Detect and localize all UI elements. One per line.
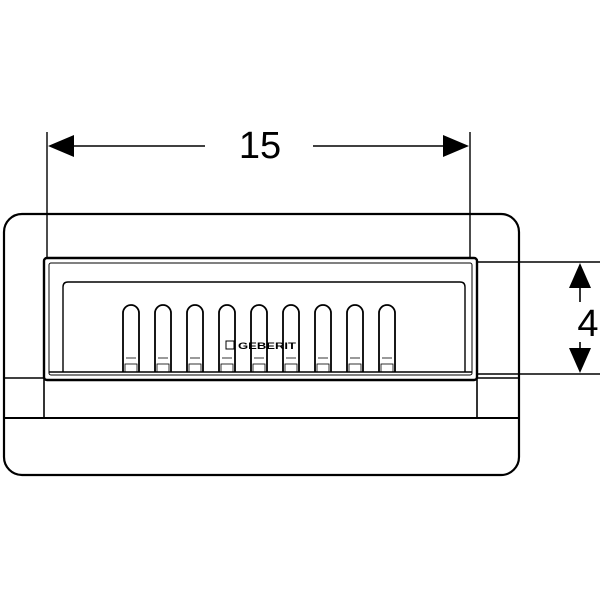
grate-slot-foot [316,363,330,373]
grate-slot [186,304,204,372]
grate-slot [314,304,332,372]
grate-slot-foot [220,363,234,373]
grate-slot-foot [252,363,266,373]
grate-slot [282,304,300,372]
grate-slot [122,304,140,372]
grate-slot [218,304,236,372]
grate-slot-foot [124,363,138,373]
grate-slot-foot [348,363,362,373]
outer-housing [2,212,521,477]
grate-slot-foot [380,363,394,373]
grate-slots [122,304,396,373]
grate-frame [42,256,479,382]
grate-slot [378,304,396,372]
brand-logo: GEBERIT [225,340,297,351]
width-arrow-left-icon [48,135,74,157]
grate-slot [250,304,268,372]
grate-slot-foot [188,363,202,373]
grate-slot-foot [284,363,298,373]
logo-text: GEBERIT [238,341,297,351]
height-arrow-down-icon [569,348,591,373]
grate-inner-lip [62,281,466,372]
width-dimension: 15 [46,125,471,258]
height-dimension: 4 [477,261,600,375]
height-dimension-label: 4 [577,303,598,345]
width-arrow-right-icon [443,135,469,157]
grate-slot [346,304,364,372]
grate-inner-frame [48,262,473,376]
height-arrow-up-icon [569,263,591,288]
width-dimension-label: 15 [239,125,281,167]
grate-slot [154,304,172,372]
logo-square-icon [225,340,235,350]
grate-slot-foot [156,363,170,373]
